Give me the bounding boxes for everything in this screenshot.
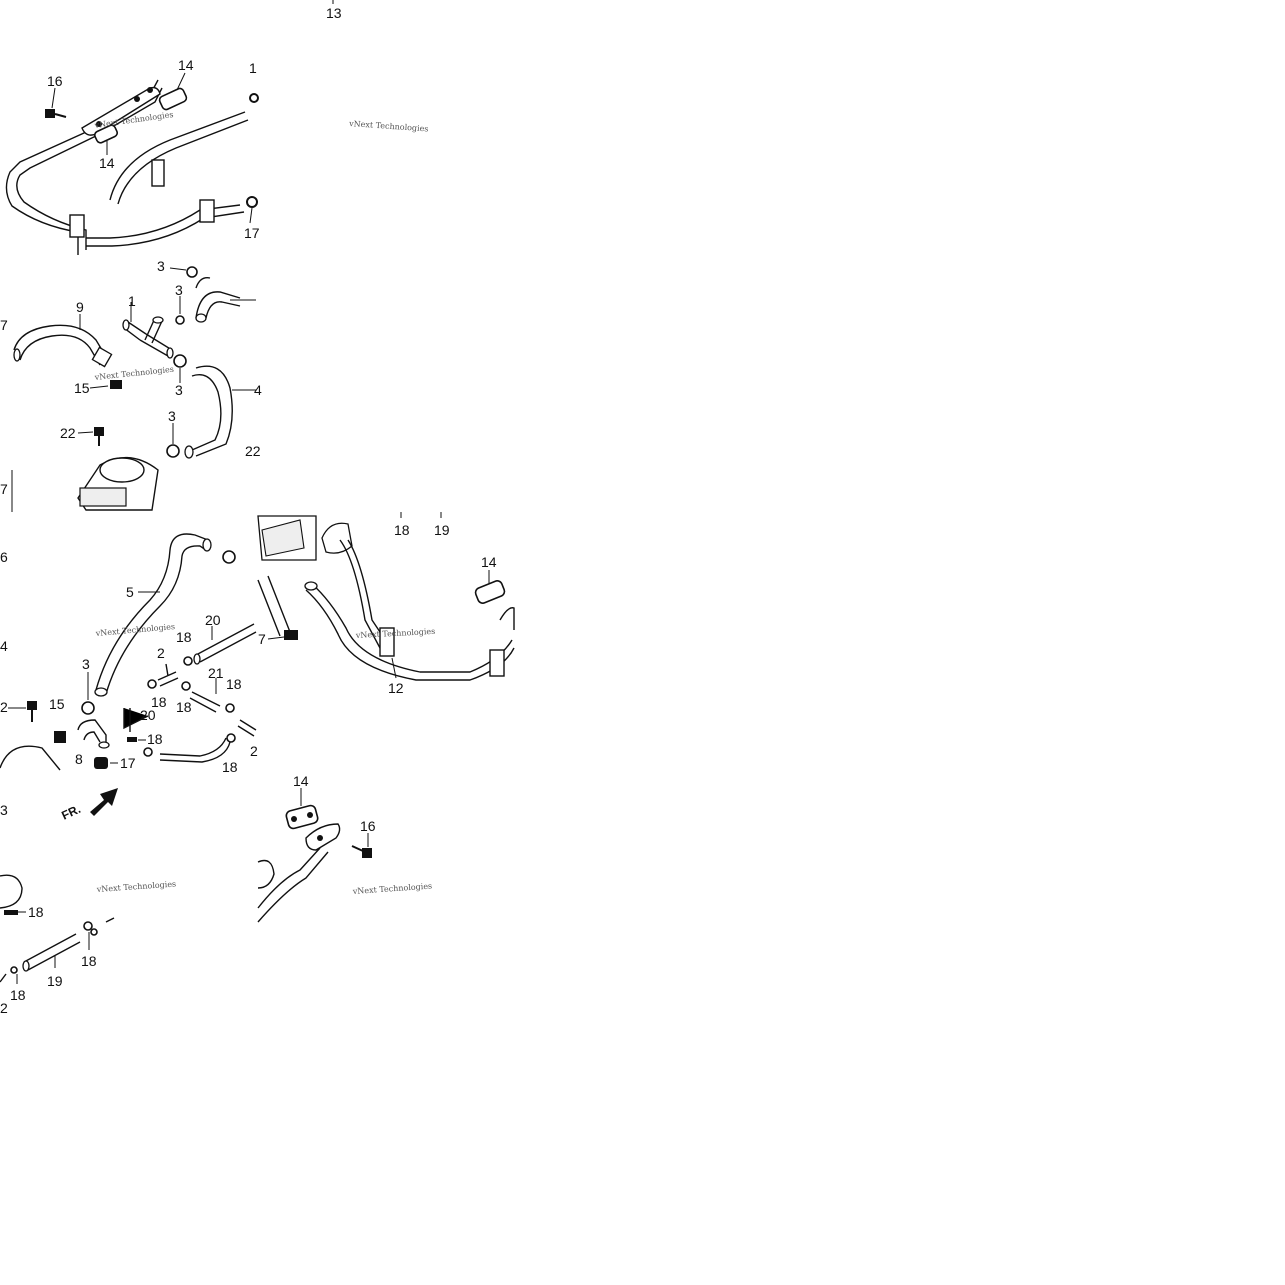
part-label-7: 7 (0, 481, 8, 497)
part-label-12: 12 (388, 680, 404, 696)
part-label-2: 2 (250, 743, 258, 759)
part-label-2: 2 (0, 699, 8, 715)
part-label-20: 20 (140, 707, 156, 723)
part-label-15: 15 (49, 696, 65, 712)
panel-lower-flange: 14 16 vNext Technologies (257, 773, 433, 923)
pipe-flange (81, 86, 161, 136)
part-label-7: 7 (258, 631, 266, 647)
part-label-16: 16 (47, 73, 63, 89)
watermark-text: vNext Technologies (96, 879, 177, 894)
bolt-part-22 (94, 427, 104, 446)
clamp-part-3 (186, 266, 198, 278)
part-label-9: 9 (76, 299, 84, 315)
part-label-18: 18 (222, 759, 238, 775)
gasket-part-14 (285, 804, 319, 830)
part-label-3: 3 (82, 656, 90, 672)
part-label-18: 18 (147, 731, 163, 747)
part-label-15: 15 (74, 380, 90, 396)
part-label-14: 14 (481, 554, 497, 570)
part-label-19: 19 (47, 973, 63, 989)
clamp-part-3 (175, 315, 185, 325)
panel-lower-pipe: 18 19 14 7 12 vNext Technologies (257, 512, 515, 696)
hose-clamp-part-17 (246, 196, 258, 208)
part-label-18: 18 (28, 904, 44, 920)
part-label-14: 14 (293, 773, 309, 789)
bolt-part-16 (45, 109, 67, 118)
gasket-part-14 (474, 580, 506, 604)
front-arrow-icon (90, 788, 118, 816)
part-label-17: 17 (120, 755, 136, 771)
part-label-3: 3 (168, 408, 176, 424)
part-label-18: 18 (394, 522, 410, 538)
panel-front-marker: FR. 3 18 18 19 18 2 vNext Technologies (0, 788, 176, 1016)
panel-small-hoses: 6 5 4 20 18 2 3 18 21 18 18 2 15 20 18 8… (0, 533, 258, 775)
clamp-part-3 (166, 444, 180, 458)
part-label-22: 22 (245, 443, 261, 459)
gasket-part-14 (158, 87, 188, 111)
front-direction-label: FR. (59, 802, 82, 823)
part-label-18: 18 (226, 676, 242, 692)
part-label-1: 1 (249, 60, 257, 76)
part-label-19: 19 (434, 522, 450, 538)
part-label-18: 18 (176, 699, 192, 715)
part-label-3: 3 (175, 382, 183, 398)
part-label-4: 4 (254, 382, 262, 398)
part-label-2: 2 (157, 645, 165, 661)
pipe-clamp-band (379, 627, 395, 657)
part-label-18: 18 (176, 629, 192, 645)
part-label-14: 14 (178, 57, 194, 73)
pipe-bracket (151, 159, 165, 187)
t-joint-part-1 (122, 316, 174, 359)
watermark-text: vNext Technologies (355, 627, 436, 640)
hose-part-4 (191, 374, 222, 451)
watermark-text: vNext Technologies (93, 110, 174, 130)
part-label-3: 3 (0, 802, 8, 818)
clamp-part-17 (94, 757, 108, 769)
watermark-text: vNext Technologies (348, 119, 429, 134)
part-label-8: 8 (75, 751, 83, 767)
clip-part-15 (54, 731, 66, 743)
elbow-part-8 (77, 719, 107, 748)
part-label-4: 4 (0, 638, 8, 654)
hose-part-5 (95, 533, 209, 691)
part-label-3: 3 (157, 258, 165, 274)
part-label-18: 18 (10, 987, 26, 1003)
part-label-3: 3 (175, 282, 183, 298)
bolt-part-16 (351, 845, 372, 858)
hose-part-21 (189, 691, 221, 713)
part-label-18: 18 (81, 953, 97, 969)
watermark-text: vNext Technologies (93, 365, 174, 382)
joint-part-2 (157, 663, 179, 687)
top-stub: 13 (326, 0, 342, 21)
part-label-16: 16 (360, 818, 376, 834)
part-label-22: 22 (60, 425, 76, 441)
watermark-text: vNext Technologies (352, 881, 433, 896)
hose-part-20 (195, 623, 257, 663)
part-label-21: 21 (208, 665, 224, 681)
gasket-part-14 (94, 124, 118, 144)
part-label-20: 20 (205, 612, 221, 628)
part-label-7: 7 (0, 317, 8, 333)
part-label-13: 13 (326, 5, 342, 21)
panel-hoses-tjoint: 3 3 7 9 1 3 15 4 22 3 22 7 vNext Technol… (0, 258, 262, 512)
part-label-14: 14 (99, 155, 115, 171)
part-label-18: 18 (151, 694, 167, 710)
part-label-1: 1 (128, 293, 136, 309)
thermostat-housing (77, 456, 159, 511)
clamp-part-3 (173, 354, 187, 368)
part-label-5: 5 (126, 584, 134, 600)
hose-part-19 (23, 933, 81, 971)
clip-part-15 (110, 380, 122, 389)
hose-part-9 (13, 324, 109, 361)
panel-upper-pipe: 16 14 14 1 17 vNext Technologies (5, 57, 260, 255)
part-label-2: 2 (0, 1000, 8, 1016)
part-label-6: 6 (0, 549, 8, 565)
coolant-pipe-upper (5, 79, 159, 255)
part-label-17: 17 (244, 225, 260, 241)
pipe-clamp-band (69, 214, 85, 238)
front-direction-indicator: FR. (59, 788, 118, 823)
